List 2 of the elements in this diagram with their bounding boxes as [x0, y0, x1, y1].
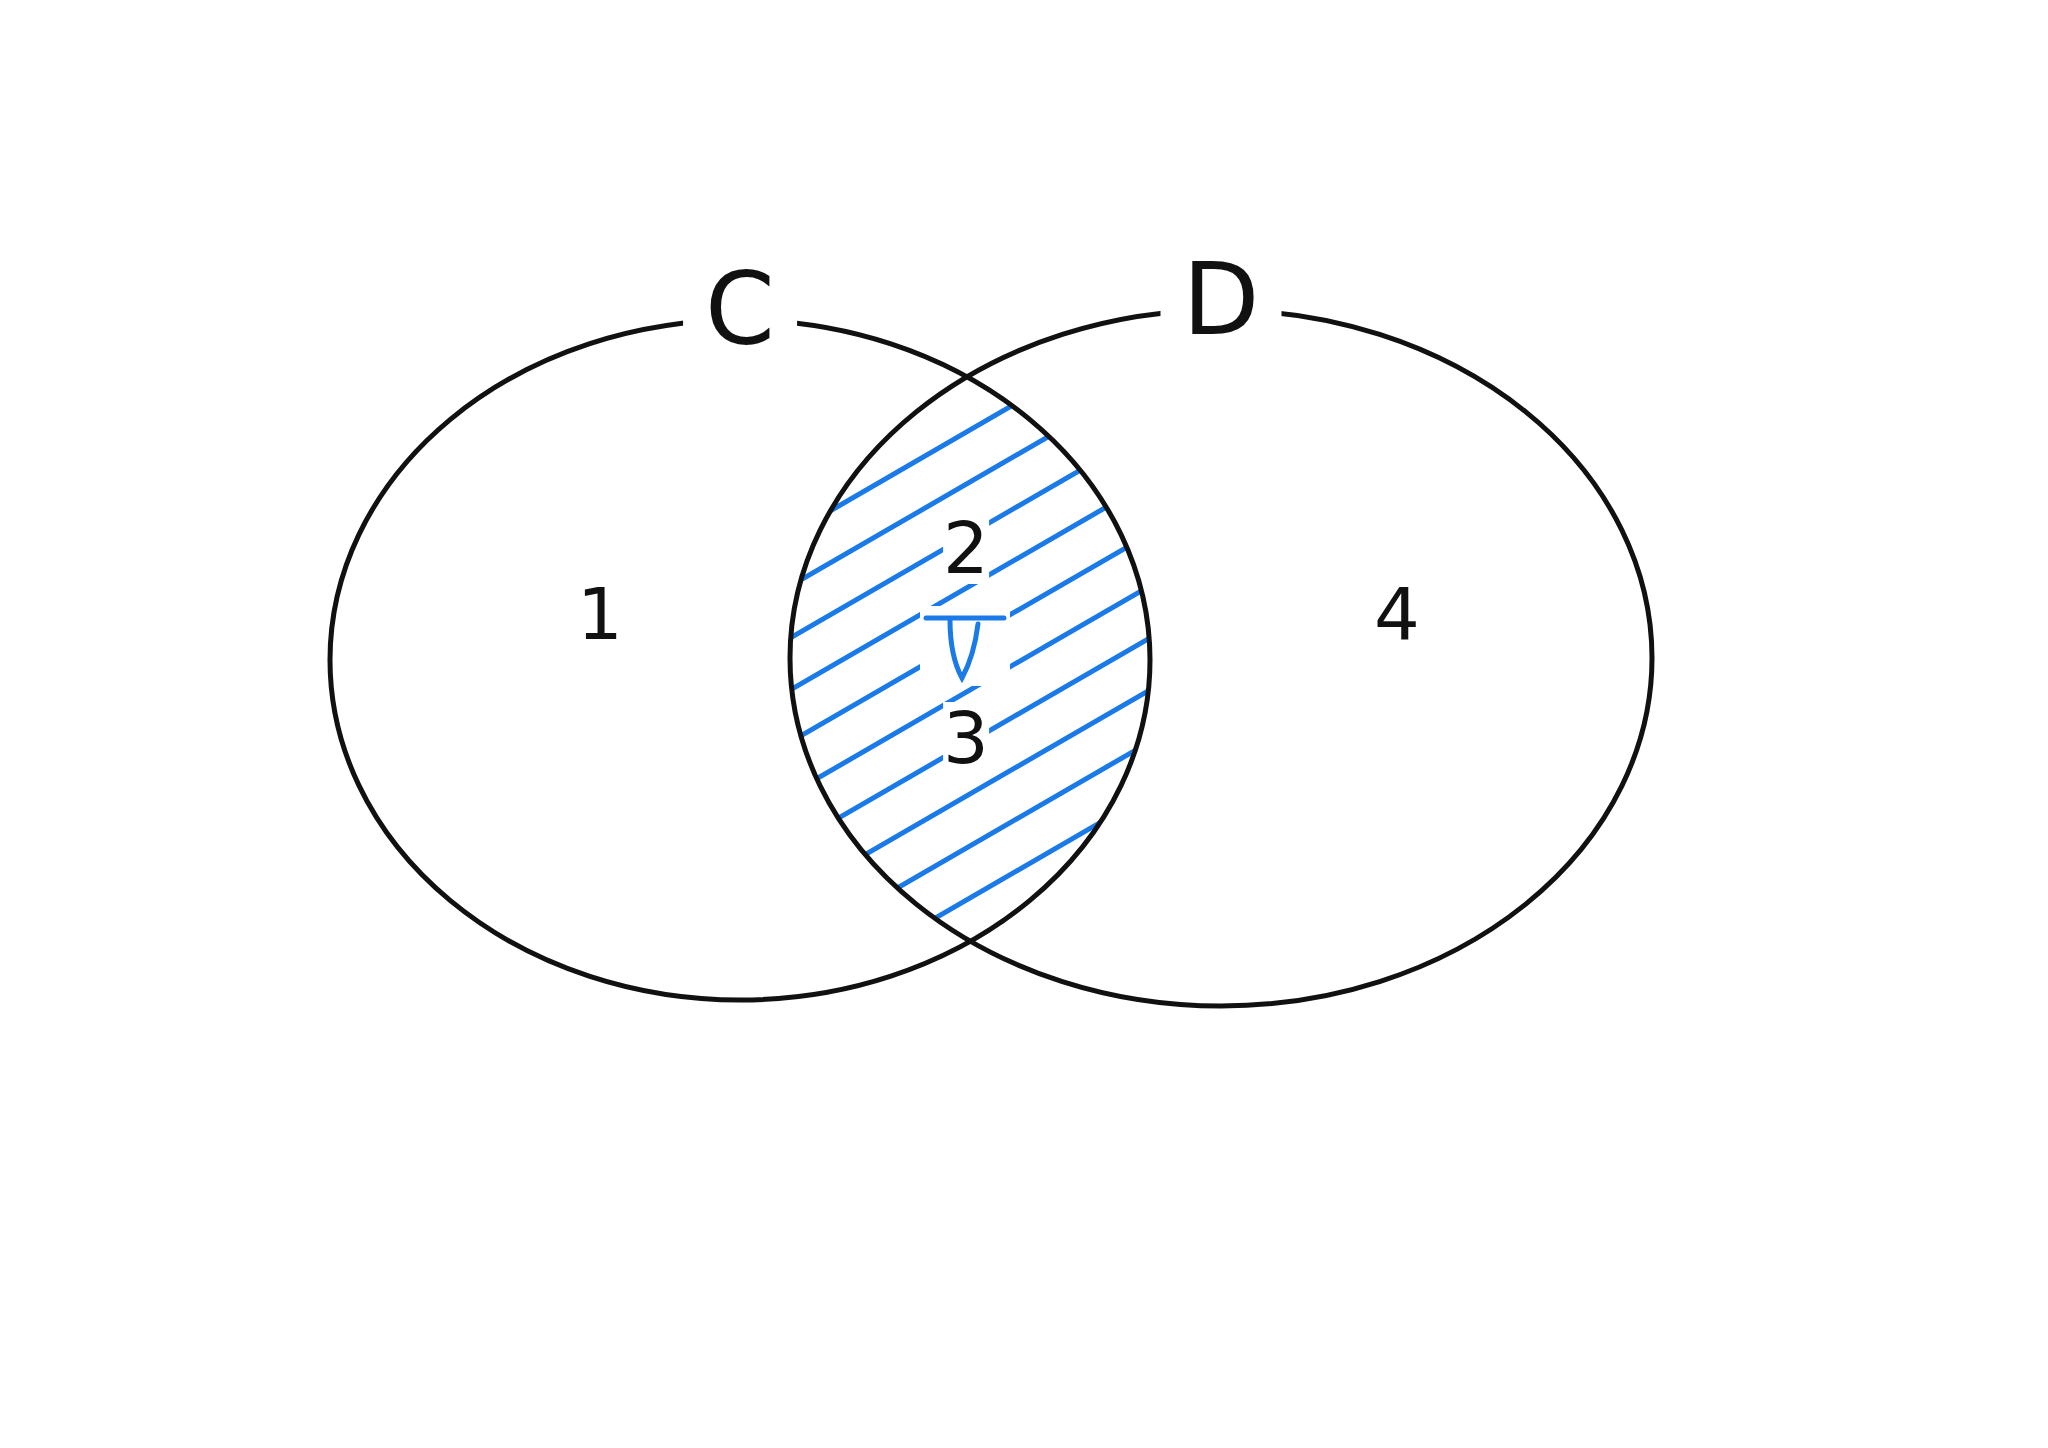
region-number: 4: [1374, 578, 1420, 650]
region-number: 1: [577, 578, 623, 650]
